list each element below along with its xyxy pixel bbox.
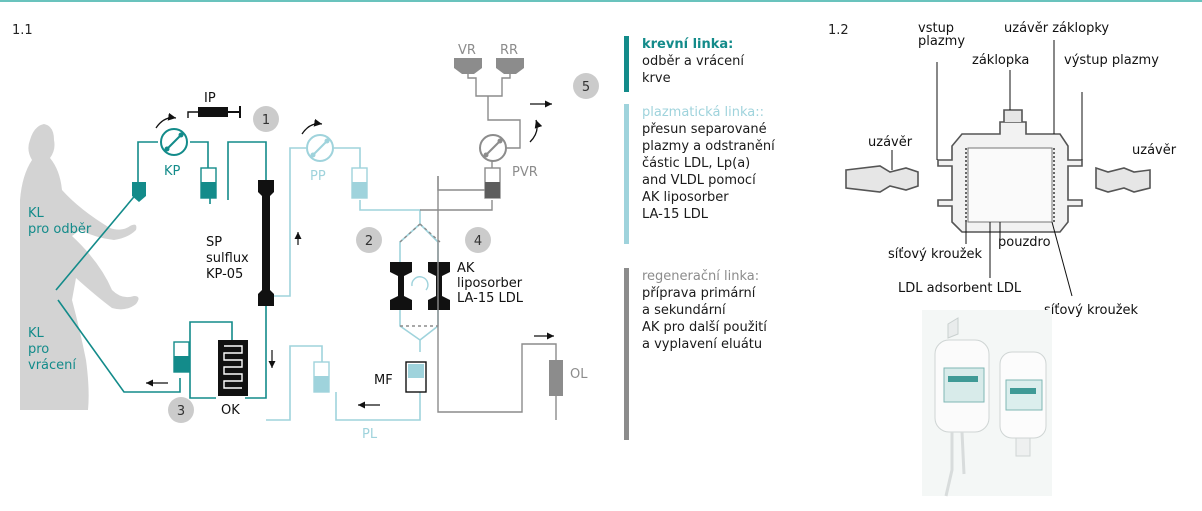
draw-line-label: KL pro odběr [28, 206, 92, 237]
legend-plasma-text-2: plazmy a odstranění [642, 139, 775, 154]
legend-regen-text-3: AK pro další použití [642, 320, 767, 335]
adsorber-label: AK liposorber LA-15 LDL [457, 261, 526, 306]
panel-label-1: 1.1 [12, 23, 33, 38]
legend-regen-text-4: a vyplavení eluátu [642, 337, 763, 352]
adsorber-photo [922, 310, 1052, 497]
label-cap-closure: uzávěr záklopky [1004, 21, 1109, 36]
panel-label-2: 1.2 [828, 23, 849, 38]
legend-plasma-text-5: AK liposorber [642, 190, 729, 205]
container-vr [454, 58, 482, 74]
label-pl: PL [362, 427, 378, 442]
label-housing: pouzdro [998, 235, 1051, 250]
separator-column [258, 180, 274, 306]
svg-text:5: 5 [582, 80, 590, 95]
heater-ok [218, 340, 248, 396]
step-badge-4: 4 [465, 227, 491, 253]
svg-text:1: 1 [262, 113, 270, 128]
label-ring-right: síťový kroužek [1044, 303, 1139, 318]
legend-plasma: plazmatická linka:: přesun separované pl… [624, 104, 824, 244]
label-ok: OK [221, 403, 240, 418]
label-mf: MF [374, 373, 393, 388]
infusion-pump-icon [198, 107, 228, 117]
label-ring-left: síťový kroužek [888, 247, 983, 262]
adsorber-column-b [428, 262, 450, 310]
legend-blood-title: krevní linka: [642, 37, 734, 52]
step-badge-3: 3 [168, 397, 194, 423]
legend-regen: regenerační linka: příprava primární a s… [624, 268, 824, 440]
label-closure-left: uzávěr [868, 135, 913, 150]
svg-text:2: 2 [365, 234, 373, 249]
legend-plasma-swatch [624, 104, 629, 244]
waste-ol [549, 360, 563, 396]
legend-regen-title: regenerační linka: [642, 269, 760, 284]
container-rr [496, 58, 524, 74]
label-rr: RR [500, 43, 518, 58]
legend-blood-text-2: krve [642, 71, 671, 86]
legend-plasma-text-1: přesun separované [642, 122, 767, 137]
adsorber-cross-section [845, 109, 1151, 233]
leader-lines [891, 40, 1083, 297]
regen-dashed [399, 223, 441, 327]
patient-silhouette [20, 124, 139, 410]
legend-plasma-text-3: částic LDL, Lp(a) [642, 156, 751, 171]
separator-label: SP sulflux KP-05 [206, 235, 253, 282]
label-plasma-out: výstup plazmy [1064, 53, 1159, 68]
label-closure-right: uzávěr [1132, 143, 1177, 158]
step-badge-1: 1 [253, 106, 279, 132]
adsorber-column-a [390, 262, 412, 310]
top-rule [0, 0, 1202, 2]
label-vr: VR [458, 43, 476, 58]
label-adsorbent: LDL adsorbent LDL [898, 281, 1022, 296]
legend-blood: krevní linka: odběr a vrácení krve [624, 36, 824, 106]
step-badge-5: 5 [573, 73, 599, 99]
legend-regen-text-1: příprava primární [642, 286, 756, 301]
blood-line [55, 141, 267, 399]
legend-regen-swatch [624, 268, 629, 440]
label-plasma-in: vstup plazmy [918, 21, 965, 49]
cycle-icon [411, 276, 429, 291]
legend-blood-text-1: odběr a vrácení [642, 54, 745, 69]
svg-text:4: 4 [474, 234, 482, 249]
step-badge-2: 2 [356, 227, 382, 253]
legend-plasma-text-4: and VLDL pomocí [642, 173, 756, 188]
svg-text:3: 3 [177, 404, 185, 419]
label-ol: OL [570, 367, 588, 382]
label-ip: IP [204, 91, 216, 106]
legend-regen-text-2: a sekundární [642, 303, 726, 318]
label-kp: KP [164, 164, 181, 179]
label-pp: PP [310, 169, 326, 184]
drip-chamber-draw [132, 182, 146, 202]
legend-plasma-text-6: LA-15 LDL [642, 207, 709, 222]
label-pvr: PVR [512, 165, 538, 180]
legend-plasma-title: plazmatická linka:: [642, 105, 765, 120]
legend-blood-swatch [624, 36, 629, 92]
return-line-label: KL pro vrácení [28, 326, 76, 373]
label-flap: záklopka [972, 53, 1029, 68]
